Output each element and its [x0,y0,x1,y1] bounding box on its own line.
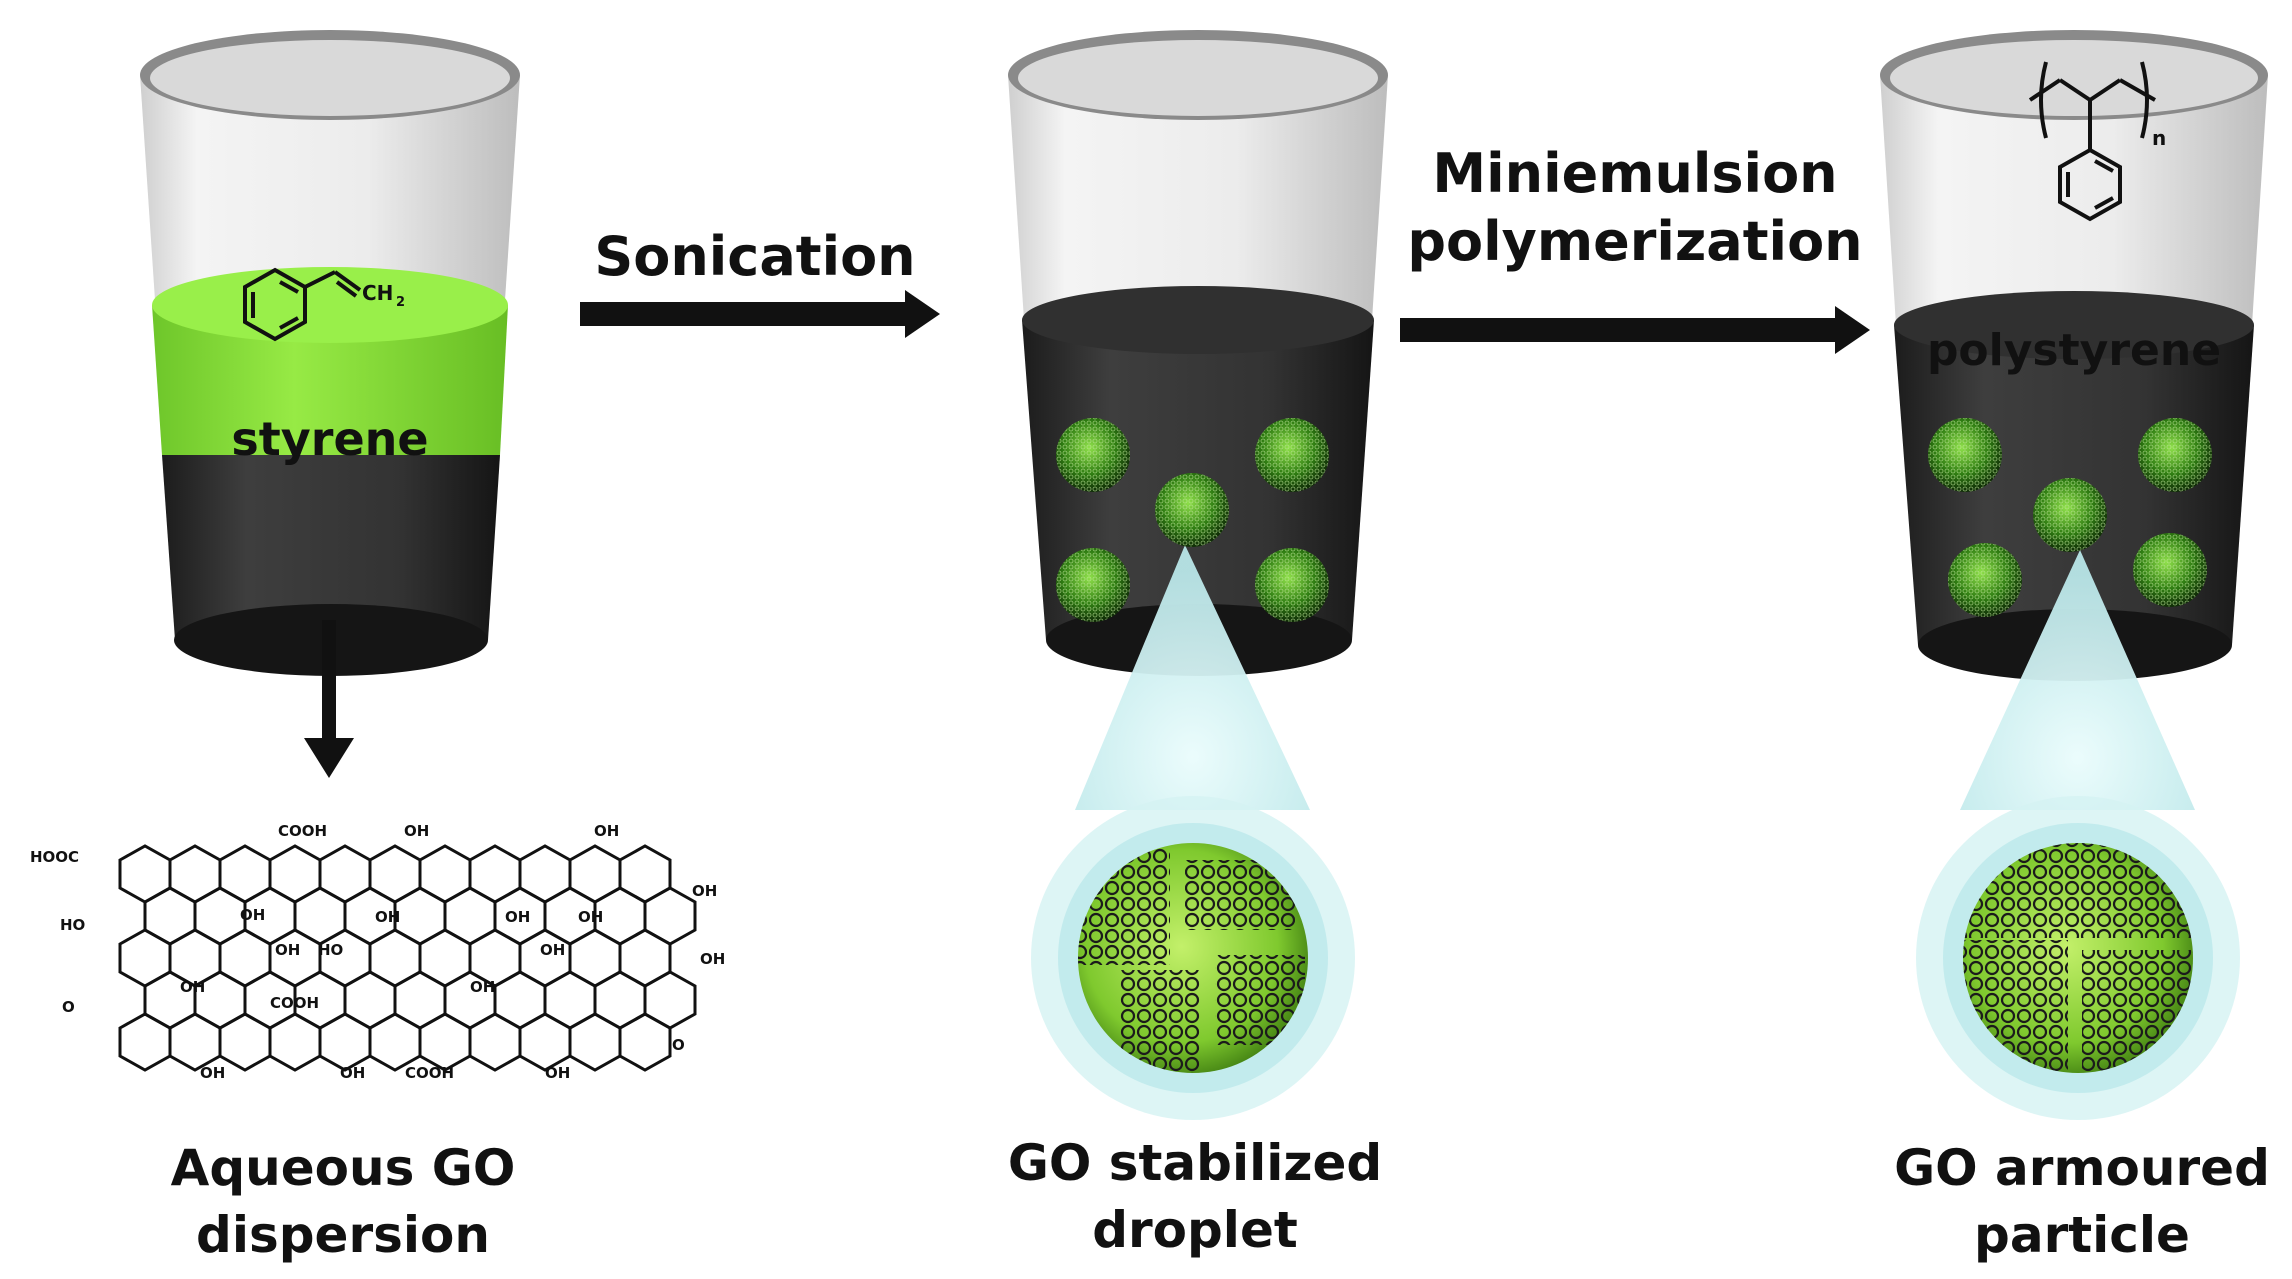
go-group-label: HO [60,916,85,934]
go-group-label: HO [318,941,343,959]
polymer-n-label: n [2152,126,2166,150]
polystyrene-structure-icon [2028,61,2156,222]
caption-aqueous-line2: dispersion [196,1206,490,1264]
go-group-label: OH [200,1064,225,1082]
beaker-droplets [1008,30,1388,1120]
graphene-oxide-sheet: HOOC COOH OH OH OH HO OH OH OH OH OH HO … [30,822,725,1082]
go-group-label: COOH [278,822,327,840]
arrow-down-icon [304,620,354,778]
go-group-label: HOOC [30,848,79,866]
particle-icon [1928,418,2212,617]
go-group-label: O [672,1036,685,1054]
polystyrene-label: polystyrene [1927,325,2221,376]
go-group-label: OH [505,908,530,926]
arrow-right-icon [580,290,940,338]
step-sonication: Sonication [594,225,915,288]
go-group-label: OH [545,1064,570,1082]
go-group-label: OH [540,941,565,959]
go-group-label: OH [578,908,603,926]
go-group-label: OH [375,908,400,926]
armoured-sphere-icon [1078,843,1308,1073]
go-group-label: OH [240,906,265,924]
ch2-label: CH [362,281,393,305]
go-group-label: OH [692,882,717,900]
go-group-label: OH [470,978,495,996]
styrene-molecule-icon [243,267,362,342]
caption-aqueous-line1: Aqueous GO [171,1139,516,1197]
go-group-label: OH [404,822,429,840]
beaker-polystyrene: polystyrene n [1880,30,2268,1120]
go-group-label: OH [275,941,300,959]
caption-droplet-line2: droplet [1092,1201,1298,1259]
caption-droplet-line1: GO stabilized [1008,1134,1382,1192]
go-group-label: OH [180,978,205,996]
go-group-label: COOH [405,1064,454,1082]
go-group-label: COOH [270,994,319,1012]
go-group-label: OH [340,1064,365,1082]
step-polymerization-line2: polymerization [1407,210,1862,273]
caption-particle-line1: GO armoured [1894,1139,2270,1197]
styrene-label: styrene [231,412,428,466]
caption-particle-line2: particle [1974,1206,2190,1264]
arrow-right-icon [1400,306,1870,354]
step-polymerization-line1: Miniemulsion [1432,142,1837,205]
droplet-icon [1056,418,1329,622]
ch2-subscript: 2 [396,295,405,310]
go-group-label: OH [594,822,619,840]
go-group-label: OH [700,950,725,968]
zoom-cone [1075,545,1310,810]
zoom-cone [1960,550,2195,810]
go-group-label: O [62,998,75,1016]
beaker-styrene: CH 2 styrene [140,30,520,676]
